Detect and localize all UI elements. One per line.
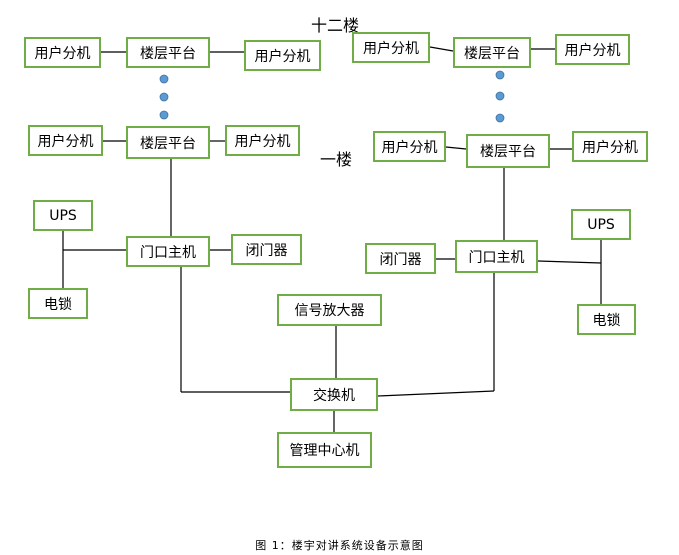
- right-door-closer: 闭门器: [365, 243, 436, 274]
- right-12f-floor-platform: 楼层平台: [453, 37, 531, 68]
- management-center: 管理中心机: [277, 432, 372, 468]
- right-1f-extension-right: 用户分机: [572, 131, 648, 162]
- ellipsis-dot: [159, 92, 169, 102]
- ellipsis-dot: [159, 110, 169, 120]
- signal-amplifier: 信号放大器: [277, 294, 382, 326]
- right-door-host: 门口主机: [455, 240, 538, 273]
- left-door-closer: 闭门器: [231, 234, 302, 265]
- ellipsis-dot: [495, 70, 505, 80]
- figure-caption: 图 1：楼宇对讲系统设备示意图: [255, 539, 424, 552]
- right-electric-lock: 电锁: [577, 304, 636, 335]
- first-floor-label: 一楼: [320, 150, 353, 169]
- left-electric-lock: 电锁: [28, 288, 88, 319]
- left-1f-extension-right: 用户分机: [225, 125, 300, 156]
- right-1f-floor-platform: 楼层平台: [466, 134, 550, 168]
- right-12f-extension-right: 用户分机: [555, 34, 630, 65]
- right-ups: UPS: [571, 209, 631, 240]
- top-floor-label: 十二楼: [311, 16, 360, 35]
- left-ups: UPS: [33, 200, 93, 231]
- left-1f-extension-left: 用户分机: [28, 125, 103, 156]
- left-12f-extension-left: 用户分机: [24, 37, 101, 68]
- left-12f-floor-platform: 楼层平台: [126, 37, 210, 68]
- ellipsis-dot: [159, 74, 169, 84]
- right-1f-extension-left: 用户分机: [373, 131, 446, 162]
- ellipsis-dot: [495, 113, 505, 123]
- left-door-host: 门口主机: [126, 236, 210, 267]
- network-switch: 交换机: [290, 378, 378, 411]
- left-12f-extension-right: 用户分机: [244, 40, 321, 71]
- right-12f-extension-left: 用户分机: [352, 32, 430, 63]
- ellipsis-dot: [495, 91, 505, 101]
- left-1f-floor-platform: 楼层平台: [126, 126, 210, 159]
